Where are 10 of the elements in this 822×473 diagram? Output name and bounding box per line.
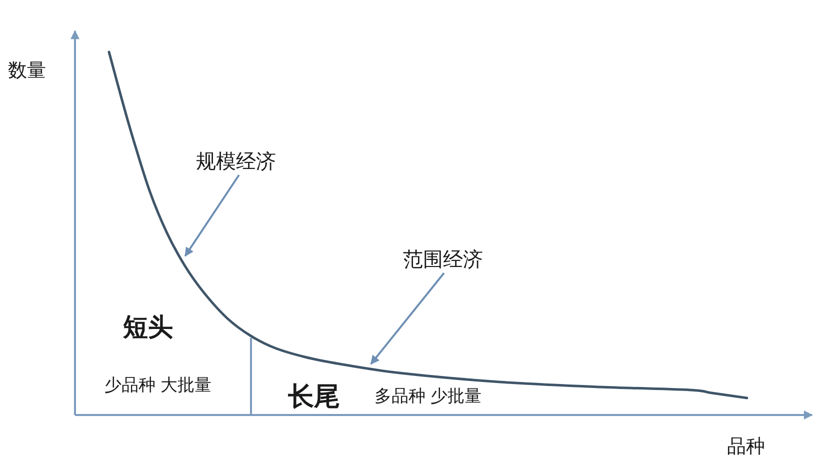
callout-text: 规模经济 bbox=[194, 147, 278, 175]
axis-label: 品种 bbox=[727, 438, 765, 456]
callout-text: 范围经济 bbox=[401, 245, 485, 273]
region-caption: 多品种 少批量 bbox=[374, 388, 482, 406]
region-caption: 少品种 大批量 bbox=[104, 378, 212, 394]
region-label: 短头 bbox=[123, 314, 173, 340]
leader-arrow bbox=[370, 272, 445, 365]
axis-label: 数量 bbox=[8, 62, 46, 80]
leader-arrow bbox=[184, 174, 240, 257]
region-label: 长尾 bbox=[288, 384, 340, 410]
